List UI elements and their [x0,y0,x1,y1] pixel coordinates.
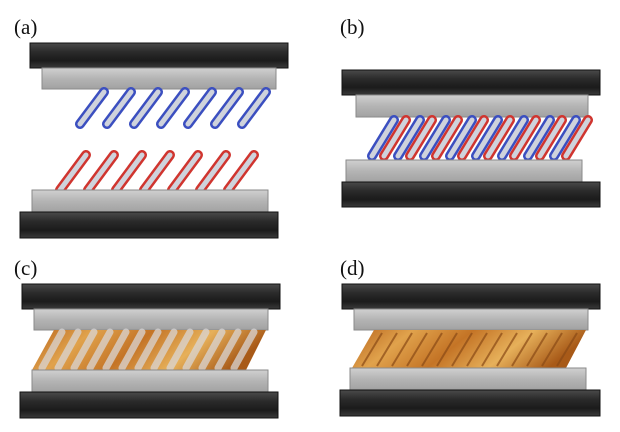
red-tube [111,150,147,195]
embedded-tube [230,328,258,372]
blue-tube [497,115,529,161]
panel-a-bottom-dark-plate [19,211,279,239]
embedded-tube [54,328,82,372]
panel-c [19,283,281,419]
red-tube [483,115,515,161]
panel-b [341,69,601,208]
filler-groove [526,332,548,367]
panel-b-lower-red-tubes [379,115,593,161]
filler-groove [511,332,533,367]
embedded-tube [214,328,242,372]
panel-c-bottom-dark-plate [19,391,279,419]
filler-groove [481,332,503,367]
panel-b-top-grey-plate [355,94,589,118]
red-tube [83,150,119,195]
panel-a-upper-blue-tubes [75,87,271,129]
red-tube [223,150,259,195]
blue-tube [183,87,217,129]
embedded-tube [182,328,210,372]
panel-d-bottom-dark-plate [339,389,601,417]
panel-b-bottom-grey-plate [345,159,583,183]
panel-b-label: (b) [340,15,365,39]
embedded-tube [134,328,162,372]
blue-tube [419,115,451,161]
filler-groove [556,332,578,367]
filler-groove [421,332,443,367]
embedded-tube [198,328,226,372]
blue-tube [129,87,163,129]
red-tube [379,115,411,161]
filler-groove [376,332,398,367]
panel-c-embedded-tubes [38,328,258,372]
red-tube [457,115,489,161]
panel-a-label: (a) [14,15,37,39]
panel-b-top-dark-plate [341,69,601,96]
panel-c-label: (c) [14,256,37,280]
filler-groove [541,332,563,367]
red-tube [535,115,567,161]
panel-a [19,42,289,239]
panel-d [339,283,601,417]
blue-tube [471,115,503,161]
panel-d-top-dark-plate [341,283,601,310]
panel-d-embedded-tubes [361,332,578,367]
filler-groove [391,332,413,367]
embedded-tube [166,328,194,372]
filler-groove [496,332,518,367]
embedded-tube [70,328,98,372]
blue-tube [549,115,581,161]
red-tube [139,150,175,195]
blue-tube [102,87,136,129]
red-tube [405,115,437,161]
panel-a-lower-red-tubes [55,150,259,195]
embedded-tube [38,328,66,372]
panel-d-top-grey-plate [353,308,589,331]
panel-c-bottom-grey-plate [31,369,269,393]
embedded-tube [118,328,146,372]
red-tube [561,115,593,161]
blue-tube [445,115,477,161]
panel-a-bottom-grey-plate [31,189,269,213]
embedded-tube [150,328,178,372]
embedded-tube [102,328,130,372]
blue-tube [367,115,399,161]
panel-d-label: (d) [340,256,365,280]
panel-b-upper-blue-tubes [367,115,581,161]
panel-c-top-grey-plate [33,308,269,331]
blue-tube [237,87,271,129]
panel-a-top-grey-plate [41,67,277,90]
red-tube [167,150,203,195]
blue-tube [75,87,109,129]
embedded-tube [86,328,114,372]
filler-groove [361,332,383,367]
panel-a-top-dark-plate [29,42,289,69]
red-tube [509,115,541,161]
red-tube [195,150,231,195]
panel-c-top-dark-plate [21,283,281,310]
panel-d-bottom-grey-plate [349,367,587,391]
filler-groove [406,332,428,367]
red-tube [55,150,91,195]
filler-groove [451,332,473,367]
filler-groove [436,332,458,367]
filler-groove [466,332,488,367]
blue-tube [210,87,244,129]
blue-tube [156,87,190,129]
blue-tube [523,115,555,161]
red-tube [431,115,463,161]
blue-tube [393,115,425,161]
panel-b-bottom-dark-plate [341,181,601,208]
